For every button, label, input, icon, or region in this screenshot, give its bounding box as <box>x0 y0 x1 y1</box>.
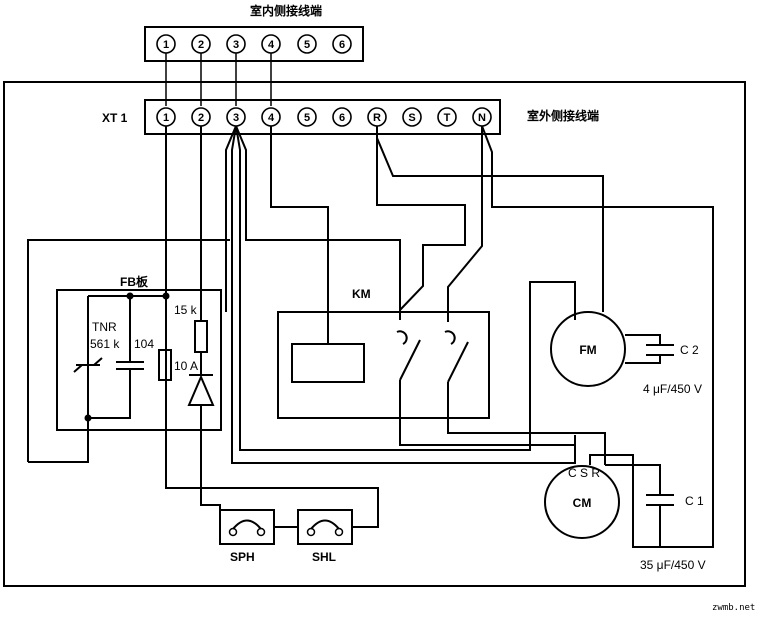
wire-terminal-N <box>447 125 714 548</box>
svg-text:SPH: SPH <box>230 550 255 564</box>
indoor-terminal-5: 5 <box>297 34 317 54</box>
indoor-terminal-3: 3 <box>226 34 246 54</box>
wire-terminal-4 <box>270 126 329 344</box>
wire-left-loop <box>27 239 230 462</box>
fan-motor: FM <box>550 311 661 387</box>
svg-text:1: 1 <box>163 39 169 51</box>
wire-terminal-1 <box>126 126 379 528</box>
svg-text:104: 104 <box>134 337 154 351</box>
svg-text:15 k: 15 k <box>174 303 198 317</box>
fb-board: FB板 TNR 561 k 104 10 A 15 k <box>56 274 222 431</box>
outdoor-terminal-N: N <box>472 107 492 127</box>
capacitor-104: 104 <box>88 296 154 419</box>
outdoor-terminal-2: 2 <box>191 107 211 127</box>
outdoor-terminal-block <box>144 99 501 135</box>
outer-frame <box>3 81 746 587</box>
svg-text:5: 5 <box>304 112 310 124</box>
svg-text:561 k: 561 k <box>90 337 120 351</box>
svg-text:SHL: SHL <box>312 550 336 564</box>
tnr-varistor: TNR 561 k <box>73 295 130 418</box>
compressor-motor: C S R CM <box>544 465 620 539</box>
sph-switch: SPH <box>219 509 275 564</box>
svg-text:4: 4 <box>268 112 275 124</box>
indoor-terminal-2: 2 <box>191 34 211 54</box>
resistor-15k: 15 k <box>174 303 208 353</box>
outdoor-terminal-4: 4 <box>261 107 281 127</box>
indoor-terminal-1: 1 <box>156 34 176 54</box>
outdoor-terminal-5: 5 <box>297 107 317 127</box>
indoor-terminal-6: 6 <box>332 34 352 54</box>
svg-text:5: 5 <box>304 39 310 51</box>
xt1-label: XT 1 <box>102 111 128 125</box>
outdoor-terminal-R: R <box>367 107 387 127</box>
km-coil <box>291 343 365 383</box>
wire-terminal-R <box>376 126 604 312</box>
svg-text:3: 3 <box>233 39 239 51</box>
indoor-terminal-block <box>144 26 364 62</box>
csr-label: C S R <box>568 466 600 480</box>
svg-text:1: 1 <box>163 112 169 124</box>
svg-text:T: T <box>444 112 451 124</box>
diode <box>187 374 215 406</box>
outdoor-terminal-title: 室外侧接线端 <box>527 108 599 123</box>
fb-board-label: FB板 <box>120 274 149 289</box>
svg-text:4 μF/450 V: 4 μF/450 V <box>643 382 702 396</box>
outdoor-terminal-6: 6 <box>332 107 352 127</box>
fm-label: FM <box>579 343 596 357</box>
wire-terminal-3 <box>225 125 576 464</box>
outdoor-terminal-S: S <box>402 107 422 127</box>
svg-text:N: N <box>478 112 486 124</box>
svg-text:35 μF/450 V: 35 μF/450 V <box>640 558 706 572</box>
capacitor-c1: C 1 35 μF/450 V <box>605 464 706 572</box>
svg-text:6: 6 <box>339 112 345 124</box>
svg-text:6: 6 <box>339 39 345 51</box>
svg-text:R: R <box>373 112 381 124</box>
svg-text:10 A: 10 A <box>174 359 198 373</box>
capacitor-c2: C 2 4 μF/450 V <box>643 343 702 396</box>
outdoor-terminal-1: 1 <box>156 107 176 127</box>
wire-terminal-2 <box>200 126 221 527</box>
cm-label: CM <box>573 496 592 510</box>
indoor-terminal-title: 室内侧接线端 <box>250 3 322 18</box>
fuse-10a: 10 A <box>158 349 198 381</box>
svg-text:C 1: C 1 <box>685 494 704 508</box>
km-contactor: KM <box>277 287 606 465</box>
km-label: KM <box>352 287 371 301</box>
svg-text:2: 2 <box>198 112 204 124</box>
outdoor-terminal-3: 3 <box>226 107 246 127</box>
svg-text:TNR: TNR <box>92 320 117 334</box>
outdoor-terminal-T: T <box>437 107 457 127</box>
svg-text:3: 3 <box>233 112 239 124</box>
indoor-terminal-4: 4 <box>261 34 281 54</box>
svg-text:S: S <box>408 112 415 124</box>
svg-text:4: 4 <box>268 39 275 51</box>
shl-switch: SHL <box>297 509 353 564</box>
svg-text:2: 2 <box>198 39 204 51</box>
svg-text:C 2: C 2 <box>680 343 699 357</box>
watermark: zwmb.net <box>712 603 755 613</box>
